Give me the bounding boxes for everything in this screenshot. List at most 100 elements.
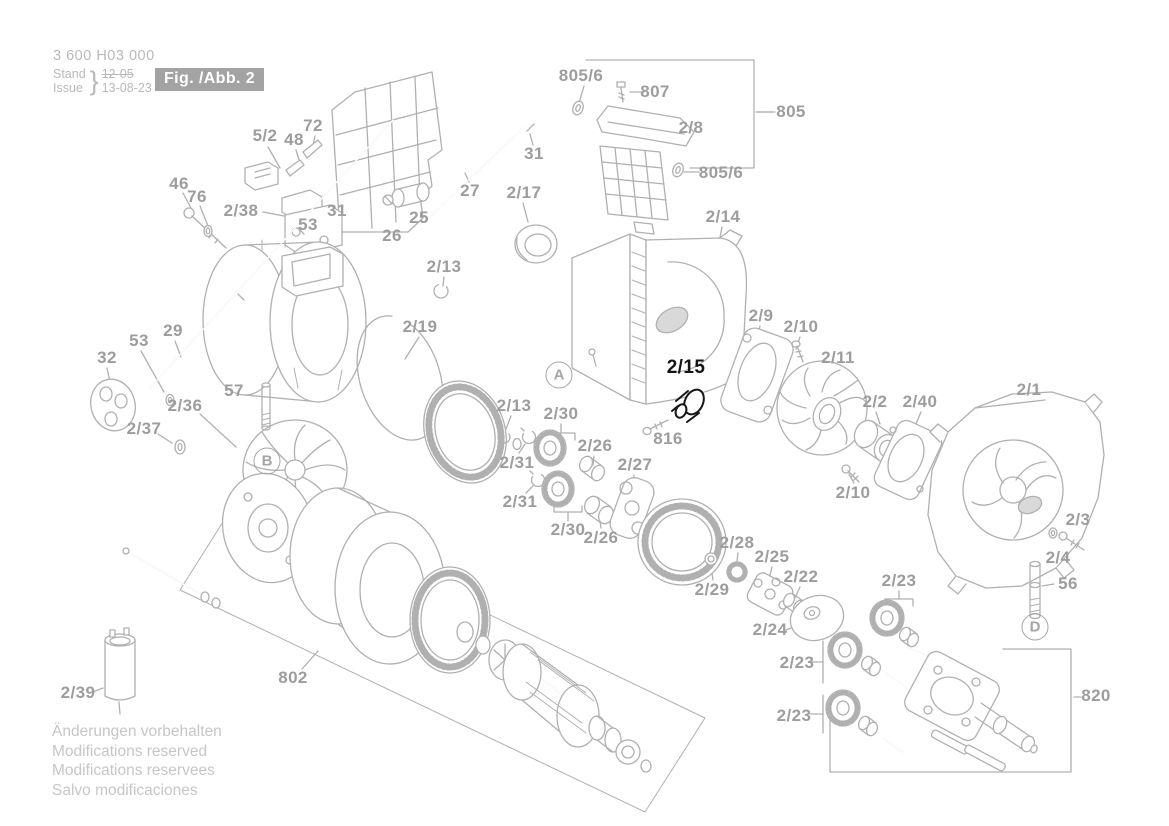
cap-2-17 bbox=[514, 224, 558, 264]
snap-ring-2-13-top bbox=[433, 283, 449, 299]
plate-2-40 bbox=[873, 419, 943, 501]
planet-set-2-23-b bbox=[827, 631, 907, 688]
part-label: 2/31 bbox=[502, 492, 538, 511]
part-label: 2/13 bbox=[426, 257, 462, 276]
part-label: 2/23 bbox=[776, 706, 812, 725]
part-label: 57 bbox=[224, 381, 244, 400]
part-label: 2/14 bbox=[705, 207, 741, 226]
part-label: 76 bbox=[187, 187, 207, 206]
tube-25 bbox=[391, 182, 430, 208]
part-label: 2/38 bbox=[223, 201, 259, 220]
part-label: 2/29 bbox=[694, 580, 730, 599]
part-label: 805/6 bbox=[698, 163, 744, 182]
gear-housing-2-1 bbox=[927, 391, 1105, 595]
part-label: 2/2 bbox=[862, 392, 888, 411]
part-label: 53 bbox=[129, 331, 149, 350]
screw-2-10-right bbox=[841, 464, 860, 483]
old-date: 12-05 bbox=[101, 67, 134, 81]
bushing-2-15-highlight bbox=[671, 388, 705, 423]
carrier-2-25 bbox=[746, 572, 794, 616]
part-label: 27 bbox=[460, 181, 480, 200]
part-label: 5/2 bbox=[252, 126, 278, 145]
issue-date: 13-08-23 bbox=[101, 81, 152, 95]
footer-line: Salvo modificaciones bbox=[52, 781, 198, 799]
motor-housing-left bbox=[202, 237, 367, 403]
part-label: 2/30 bbox=[543, 404, 579, 423]
disc-2-24 bbox=[789, 594, 845, 642]
section-marker-a: A bbox=[545, 361, 573, 389]
armature bbox=[456, 621, 652, 773]
screw-807 bbox=[616, 81, 626, 103]
part-label: 816 bbox=[653, 429, 683, 448]
revision-dates: 12-05 13-08-23 bbox=[102, 67, 152, 95]
pin-31-top bbox=[526, 123, 535, 132]
footer-line: Änderungen vorbehalten bbox=[52, 723, 222, 740]
gasket-2-9 bbox=[720, 327, 794, 423]
washer-53-left bbox=[165, 393, 175, 407]
part-label: 2/40 bbox=[902, 392, 938, 411]
part-label: 25 bbox=[409, 208, 429, 227]
part-label: 32 bbox=[97, 348, 117, 367]
output-spindle-820 bbox=[904, 650, 1038, 772]
part-label: 2/10 bbox=[835, 483, 871, 502]
part-label: 805 bbox=[776, 102, 806, 121]
footer-line: Modifications reservees bbox=[52, 762, 215, 779]
screw-2-10-top bbox=[791, 340, 804, 363]
screw-816 bbox=[642, 419, 669, 436]
gear-2-30-a bbox=[533, 429, 567, 467]
part-label: 2/31 bbox=[499, 453, 535, 472]
footer-line: Modifications reserved bbox=[52, 742, 208, 760]
grid-plate-805 bbox=[599, 145, 669, 235]
grommet-805-6-left bbox=[572, 100, 584, 116]
part-label: 2/9 bbox=[748, 306, 774, 325]
rod-27 bbox=[431, 127, 524, 216]
stand-issue-labels: Stand Issue bbox=[53, 67, 86, 95]
pinion-2-28 bbox=[721, 561, 753, 585]
part-label: 2/37 bbox=[126, 419, 162, 438]
grommet-805-6-right bbox=[672, 162, 684, 178]
part-label: 2/4 bbox=[1045, 548, 1071, 567]
part-label: 2/26 bbox=[583, 528, 619, 547]
part-label: 2/30 bbox=[550, 520, 586, 539]
part-label: 2/1 bbox=[1016, 380, 1042, 399]
washer-76 bbox=[203, 224, 213, 238]
part-label: 2/36 bbox=[167, 396, 203, 415]
part-label: 56 bbox=[1058, 574, 1078, 593]
pins-48-72 bbox=[285, 139, 323, 177]
part-label: 802 bbox=[278, 668, 308, 687]
part-label: 2/26 bbox=[577, 436, 613, 455]
part-label: 2/25 bbox=[754, 547, 790, 566]
part-label: 53 bbox=[298, 215, 318, 234]
housing-2-14 bbox=[571, 229, 748, 405]
pin-57 bbox=[261, 382, 271, 431]
part-label: 2/17 bbox=[506, 183, 542, 202]
part-label: 2/3 bbox=[1065, 510, 1091, 529]
part-label: 820 bbox=[1081, 686, 1111, 705]
section-marker-d: D bbox=[1021, 613, 1049, 641]
part-label-highlighted: 2/15 bbox=[666, 357, 706, 378]
connector-5-2 bbox=[244, 161, 279, 191]
part-label: 72 bbox=[303, 116, 323, 135]
washer-2-37 bbox=[174, 439, 186, 455]
part-label: 31 bbox=[327, 201, 347, 220]
figure-badge: Fig. /Abb. 2 bbox=[155, 68, 265, 91]
part-label: 26 bbox=[382, 226, 402, 245]
part-label: 807 bbox=[640, 82, 670, 101]
washer-2-4 bbox=[1048, 527, 1058, 539]
knob-32 bbox=[90, 378, 136, 432]
part-label: 48 bbox=[284, 130, 304, 149]
section-marker-b: B bbox=[253, 447, 281, 475]
brush-lid-2-8 bbox=[596, 105, 695, 147]
roller-2-26-a bbox=[578, 455, 606, 482]
shaft-29 bbox=[149, 119, 394, 389]
stator-ring bbox=[423, 380, 507, 484]
part-label: 29 bbox=[163, 321, 183, 340]
part-label: 2/27 bbox=[617, 455, 653, 474]
part-label: 2/23 bbox=[779, 653, 815, 672]
o-ring-2-19 bbox=[356, 315, 444, 441]
roller-2-26-b bbox=[583, 495, 615, 525]
part-label: 2/28 bbox=[719, 533, 755, 552]
part-label: 2/11 bbox=[821, 348, 855, 367]
part-label: 31 bbox=[524, 144, 544, 163]
bearing-2-29 bbox=[704, 552, 718, 566]
